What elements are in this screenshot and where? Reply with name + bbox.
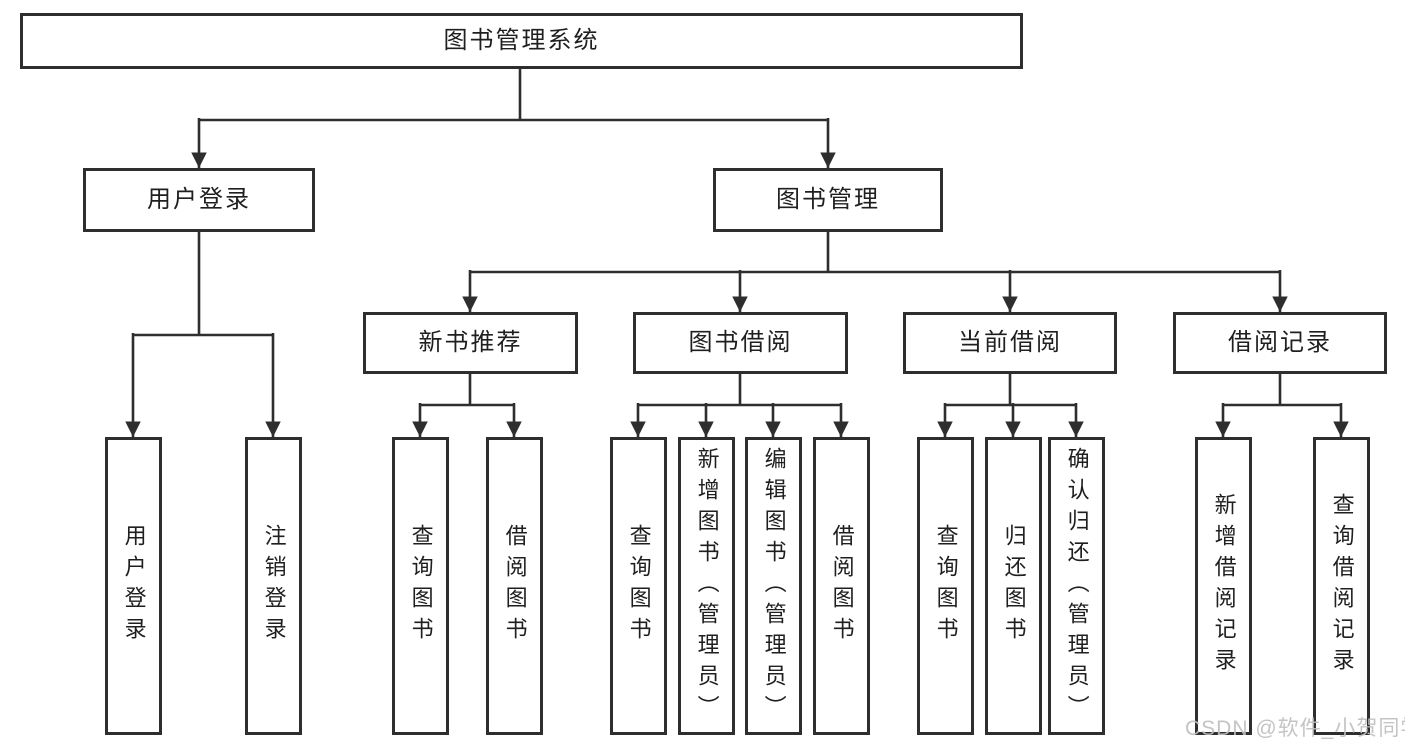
csdn-watermark: CSDN @软件_小贺同学	[1185, 717, 1405, 740]
leaf-label: 查询图书	[626, 524, 652, 648]
node-label: 当前借阅	[958, 329, 1062, 356]
connector-borrowing-records-split	[1223, 374, 1341, 407]
leaf-edit-books-admin: 编辑图书（管理员）	[745, 437, 802, 735]
leaf-query-books-recommend: 查询图书	[392, 437, 449, 735]
leaf-logout: 注销登录	[245, 437, 302, 735]
connector-book-borrowing-split	[638, 374, 841, 407]
connector-book-management-split	[470, 232, 1280, 274]
leaf-label: 新增图书（管理员）	[694, 446, 720, 726]
leaf-borrow-books-recommend: 借阅图书	[486, 437, 543, 735]
node-label: 借阅记录	[1228, 329, 1332, 356]
leaf-query-books-current: 查询图书	[917, 437, 974, 735]
connector-user-login-split	[133, 232, 273, 337]
leaf-label: 借阅图书	[502, 524, 528, 648]
leaf-label: 查询图书	[933, 524, 959, 648]
leaf-add-books-admin: 新增图书（管理员）	[678, 437, 735, 735]
leaf-label: 新增借阅记录	[1211, 493, 1237, 679]
node-current-borrowing: 当前借阅	[903, 312, 1117, 374]
leaf-return-books: 归还图书	[985, 437, 1042, 735]
node-label: 图书管理系统	[443, 27, 600, 54]
leaf-confirm-return-admin: 确认归还（管理员）	[1048, 437, 1105, 735]
connector-current-borrowing-split	[945, 374, 1076, 407]
node-borrowing-records: 借阅记录	[1173, 312, 1387, 374]
node-book-management: 图书管理	[713, 168, 943, 232]
leaf-user-login: 用户登录	[105, 437, 162, 735]
node-label: 新书推荐	[418, 329, 523, 356]
leaf-query-books-borrowing: 查询图书	[610, 437, 667, 735]
node-library-management-system: 图书管理系统	[20, 13, 1023, 69]
leaf-query-borrow-record: 查询借阅记录	[1313, 437, 1370, 735]
leaf-label: 确认归还（管理员）	[1064, 446, 1090, 726]
node-book-borrowing: 图书借阅	[633, 312, 848, 374]
leaf-label: 查询图书	[408, 524, 434, 648]
node-label: 图书管理	[776, 186, 880, 213]
leaf-label: 编辑图书（管理员）	[761, 446, 787, 726]
leaf-add-borrow-record: 新增借阅记录	[1195, 437, 1252, 735]
node-user-login: 用户登录	[83, 168, 315, 232]
leaf-label: 用户登录	[121, 524, 147, 648]
leaf-label: 注销登录	[261, 524, 287, 648]
leaf-label: 归还图书	[1001, 524, 1027, 648]
node-label: 图书借阅	[688, 329, 793, 356]
leaf-label: 查询借阅记录	[1329, 493, 1355, 679]
node-label: 用户登录	[147, 186, 251, 213]
leaf-label: 借阅图书	[829, 524, 855, 648]
connector-root-split	[199, 69, 828, 122]
node-new-book-recommendation: 新书推荐	[363, 312, 578, 374]
leaf-borrow-books: 借阅图书	[813, 437, 870, 735]
connector-new-books-split	[420, 374, 514, 407]
